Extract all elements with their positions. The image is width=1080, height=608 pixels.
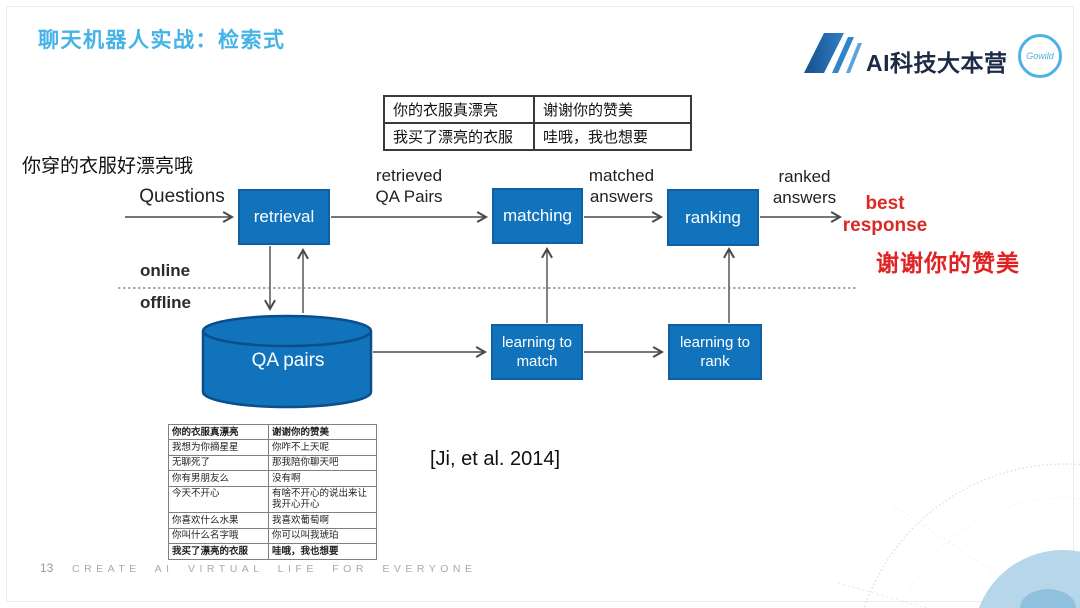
table-row: 无聊死了 那我陪你聊天吧 [168,454,377,472]
node-retrieval: retrieval [238,189,330,245]
gowild-badge-icon: Gowild [1018,34,1062,78]
ranked-answers-label: ranked answers [772,167,837,207]
table-cell: 我想为你摘星星 [168,439,269,456]
node-ranking: ranking [667,189,759,246]
table-cell: 哇哦，我也想要 [268,543,377,560]
table-row: 你喜欢什么水果 我喜欢葡萄啊 [168,512,377,529]
footer-tagline: CREATE AI VIRTUAL LIFE FOR EVERYONE [72,563,477,575]
table-cell: 你的衣服真漂亮 [168,423,269,441]
table-cell: 谢谢你的赞美 [268,423,377,441]
table-cell: 谢谢你的赞美 [533,95,692,124]
bot-answer-text: 谢谢你的赞美 [876,250,1020,276]
table-row: 你叫什么名字哦 你可以叫我琥珀 [168,527,377,545]
table-cell: 你有男朋友么 [168,470,269,487]
table-cell: 你的衣服真漂亮 [383,95,535,124]
table-cell: 没有啊 [268,470,377,487]
table-row: 今天不开心 有啥不开心的说出来让我开心开心 [168,485,377,514]
table-row: 我买了漂亮的衣服 哇哦，我也想要 [168,543,377,560]
example-table: 你的衣服真漂亮 谢谢你的赞美 我买了漂亮的衣服 哇哦，我也想要 [383,95,692,151]
table-cell: 你咋不上天呢 [268,439,377,456]
user-query-text: 你穿的衣服好漂亮哦 [22,156,194,177]
table-cell: 哇哦，我也想要 [533,122,692,151]
node-learning-to-rank: learning to rank [668,324,762,380]
table-cell: 你喜欢什么水果 [168,512,269,529]
table-cell: 你叫什么名字哦 [168,527,269,545]
offline-label: offline [140,293,191,312]
table-row: 我想为你摘星星 你咋不上天呢 [168,439,377,456]
table-cell: 我买了漂亮的衣服 [383,122,535,151]
table-row: 你有男朋友么 没有啊 [168,470,377,487]
table-cell: 那我陪你聊天吧 [268,454,377,472]
table-cell: 你可以叫我琥珀 [268,527,377,545]
table-cell: 我喜欢葡萄啊 [268,512,377,529]
table-row: 我买了漂亮的衣服 哇哦，我也想要 [383,122,692,151]
node-learning-to-match: learning to match [491,324,583,380]
questions-label: Questions [139,186,225,207]
table-row: 你的衣服真漂亮 谢谢你的赞美 [168,423,377,441]
slide-title: 聊天机器人实战：检索式 [38,29,286,52]
qa-pairs-label: QA pairs [251,350,325,371]
node-matching: matching [492,188,583,244]
online-label: online [140,261,191,280]
table-row: 你的衣服真漂亮 谢谢你的赞美 [383,95,692,124]
citation-text: [Ji, et al. 2014] [430,448,561,470]
table-cell: 我买了漂亮的衣服 [168,543,269,560]
table-cell: 无聊死了 [168,454,269,472]
best-response-label: best response [842,193,928,236]
gowild-badge-label: Gowild [1026,51,1054,61]
page-number: 13 [40,561,54,575]
matched-answers-label: matched answers [588,166,655,206]
retrieved-qa-pairs-label: retrieved QA Pairs [375,166,443,206]
globe-watermark-icon [837,463,1080,608]
table-cell: 有啥不开心的说出来让我开心开心 [268,485,377,514]
table-cell: 今天不开心 [168,485,269,514]
brand-logo-icon [804,33,862,73]
brand-name: AI科技大本营 [866,50,1008,76]
qa-table: 你的衣服真漂亮 谢谢你的赞美 我想为你摘星星 你咋不上天呢 无聊死了 那我陪你聊… [168,423,377,560]
